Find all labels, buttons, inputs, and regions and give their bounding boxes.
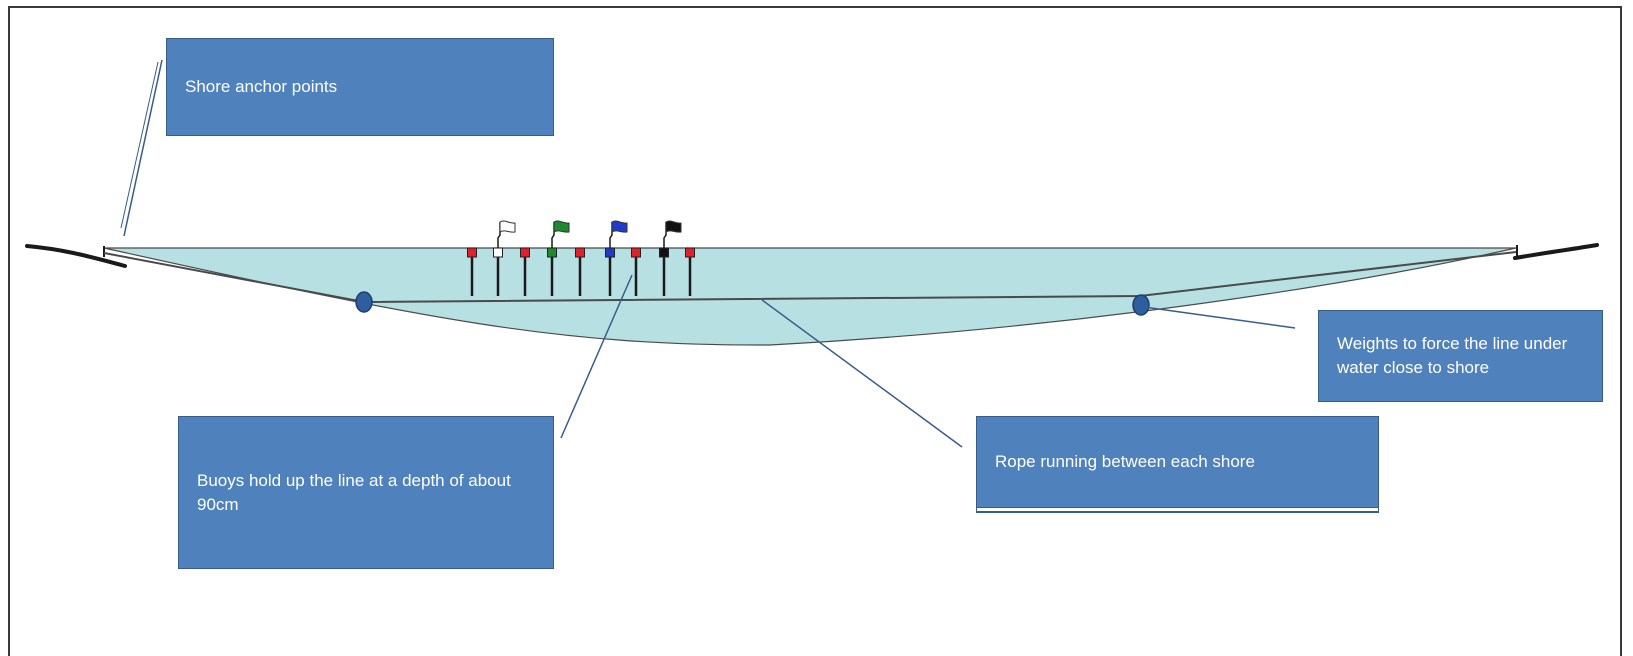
- flag-green: [553, 220, 570, 233]
- flag-buoy-cap: [547, 247, 557, 258]
- right-bank: [1513, 243, 1599, 260]
- left-bank: [25, 244, 127, 268]
- callout-rope: Rope running between each shore: [976, 416, 1379, 508]
- flag-buoy-cap: [659, 247, 669, 258]
- red-buoy-cap: [467, 247, 477, 258]
- flag-buoy-cap: [605, 247, 615, 258]
- red-buoy-cap: [575, 247, 585, 258]
- red-buoy-cap: [631, 247, 641, 258]
- weight-left: [355, 291, 373, 313]
- leader-weights: [1143, 306, 1296, 329]
- leader-shore-anchor-2: [120, 61, 159, 229]
- leader-buoys: [560, 274, 633, 439]
- weight-right: [1132, 294, 1150, 316]
- callout-buoys: Buoys hold up the line at a depth of abo…: [178, 416, 554, 569]
- red-buoy-cap: [685, 247, 695, 258]
- flag-blue: [611, 220, 628, 233]
- callout-shore-anchor-text: Shore anchor points: [185, 77, 338, 96]
- water-body: [103, 247, 1517, 346]
- callout-buoys-text: Buoys hold up the line at a depth of abo…: [197, 470, 516, 514]
- buoy-markers: [467, 220, 695, 296]
- rope-line: [103, 251, 1517, 304]
- flag-buoy-cap: [493, 247, 503, 258]
- red-buoy-cap: [520, 247, 530, 258]
- leader-rope: [761, 299, 963, 448]
- callout-weights: Weights to force the line under water cl…: [1318, 310, 1603, 402]
- callout-rope-text: Rope running between each shore: [995, 452, 1255, 471]
- flag-black: [665, 220, 682, 233]
- leader-shore-anchor: [123, 59, 163, 237]
- callout-shore-anchor: Shore anchor points: [166, 38, 554, 136]
- callout-weights-text: Weights to force the line under water cl…: [1337, 334, 1572, 377]
- flag-white: [499, 220, 516, 233]
